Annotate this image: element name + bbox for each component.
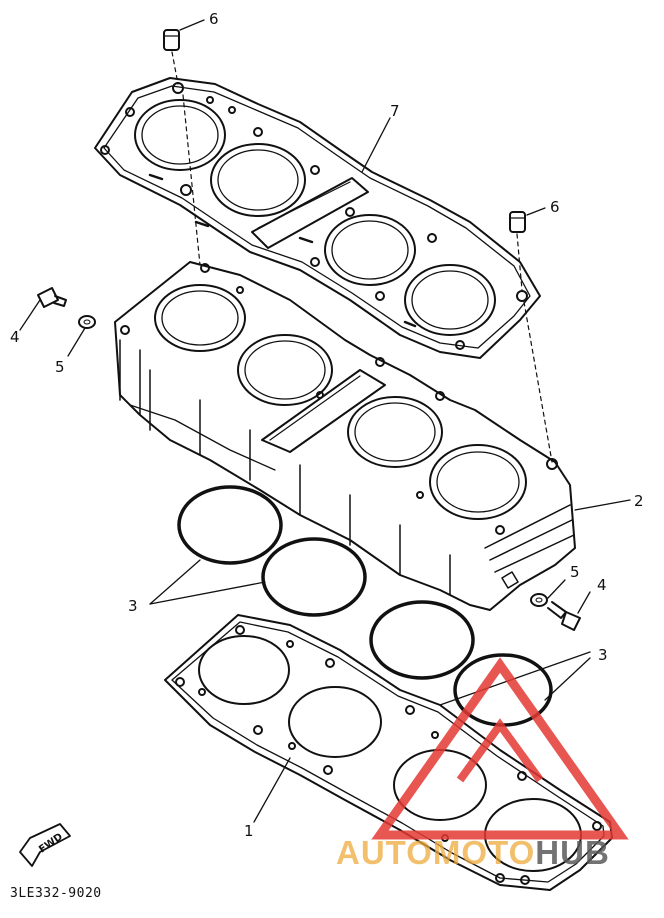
washer-right: [530, 593, 548, 607]
label-6b: 6: [550, 198, 560, 216]
label-3b: 3: [598, 646, 608, 664]
bolt-left: [37, 287, 67, 308]
bolt-right: [547, 601, 581, 631]
cylinder-block: [114, 261, 576, 611]
callout-labels: 6 6 7 2 3 3 4 4 5 5 1: [10, 10, 644, 840]
washer-left: [78, 315, 96, 329]
fwd-arrow-icon: [19, 823, 71, 867]
label-2: 2: [634, 492, 644, 510]
label-6a: 6: [209, 10, 219, 28]
label-5b: 5: [570, 563, 580, 581]
label-4a: 4: [10, 328, 20, 346]
label-3a: 3: [128, 597, 138, 615]
dowel-pin-left: [163, 29, 180, 51]
watermark-logo-icon: [371, 657, 629, 840]
label-5a: 5: [55, 358, 65, 376]
dowel-pin-right: [509, 211, 526, 233]
label-4b: 4: [597, 576, 607, 594]
watermark-text-moto: MOTO: [432, 834, 536, 871]
reference-code: 3LE332-9020: [10, 886, 102, 901]
alignment-lines: [171, 51, 553, 463]
watermark-text-hub: HUB: [535, 834, 610, 871]
watermark-text-auto: AUTO: [336, 834, 433, 871]
leader-lines: [19, 19, 631, 823]
o-rings: [177, 485, 553, 727]
label-1: 1: [244, 822, 254, 840]
head-gasket: [94, 77, 541, 359]
watermark-text: AUTOMOTOHUB: [336, 834, 610, 872]
label-7: 7: [390, 102, 400, 120]
